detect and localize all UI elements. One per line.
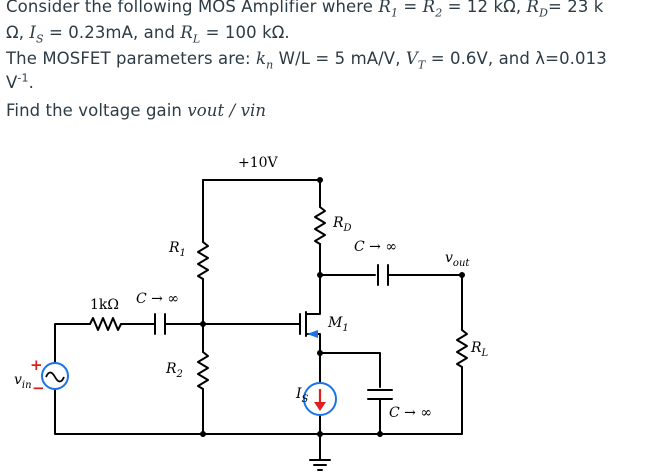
rs-label: 1kΩ (90, 297, 119, 313)
q-text: W/L = 5 mA/V, (273, 49, 406, 68)
junction-dot (317, 177, 323, 183)
q-text: Find the voltage gain (6, 101, 188, 120)
junction-dot (200, 321, 206, 327)
kn-symbol: k (256, 49, 267, 68)
r2-symbol: R (422, 0, 436, 16)
q-text: Ω, (6, 23, 30, 42)
junction-dot (317, 431, 323, 437)
sine-wave-icon (45, 371, 65, 383)
question-line-1: Consider the following MOS Amplifier whe… (6, 0, 603, 18)
gain-expression: vout / vin (187, 101, 267, 120)
rl-bottom-wire (319, 366, 463, 435)
cout-label: C → ∞ (354, 239, 397, 255)
rd-label: RD (332, 215, 352, 234)
junction-dot (459, 272, 465, 278)
junction-dot (317, 272, 323, 278)
q-text: = (398, 0, 423, 16)
m1-label: M1 (327, 315, 349, 334)
junction-dot (317, 350, 323, 356)
r1-symbol: R (378, 0, 391, 16)
mosfet-arrow (307, 330, 318, 338)
r1-resistor (197, 241, 209, 280)
r1-label: R1 (168, 240, 186, 259)
q-text: . (28, 73, 34, 92)
q-text: = 100 kΩ. (200, 23, 290, 42)
junction-dot (200, 431, 206, 437)
rs-resistor (89, 317, 122, 331)
kn-sub: n (266, 58, 274, 72)
cin-label: C → ∞ (136, 291, 179, 307)
vin-label: vin (14, 372, 32, 391)
cin-capacitor (154, 313, 166, 335)
is-symbol: I (29, 23, 37, 42)
vin-top-wire (54, 323, 91, 364)
vout-label: vout (445, 250, 470, 269)
rl-symbol: R (180, 23, 193, 42)
vin-bottom-wire (54, 388, 321, 435)
vt-sub: T (417, 58, 426, 72)
unit-exponent: -1 (17, 71, 29, 85)
q-text: = 23 k (547, 0, 604, 16)
rl-sub: L (192, 32, 201, 46)
rl-resistor (456, 329, 468, 368)
q-text: = 0.6V, and λ=0.013 (425, 49, 607, 68)
q-text: V (6, 73, 18, 92)
is-label: IS (295, 386, 309, 405)
q-text: = 12 kΩ, (442, 0, 527, 16)
r2-resistor (197, 351, 209, 390)
supply-wire (202, 179, 321, 208)
junction-dot (377, 431, 383, 437)
q-text: The MOSFET parameters are: (6, 49, 257, 68)
q-text: Consider the following MOS Amplifier whe… (6, 0, 379, 16)
cs-label: C → ∞ (389, 405, 432, 421)
r1-sub: 1 (390, 6, 399, 20)
rd-sub: D (539, 6, 548, 20)
question-line-4: V-1. (6, 72, 34, 94)
q-text: = 0.23mA, and (43, 23, 181, 42)
question-line-5: Find the voltage gain vout / vin (6, 100, 266, 122)
rl-label: RL (470, 340, 489, 359)
rd-symbol: R (526, 0, 540, 16)
r2-label: R2 (165, 361, 183, 380)
ground-symbol (309, 459, 331, 471)
is-sub: S (36, 32, 44, 46)
rd-resistor (314, 206, 326, 245)
plus-sign: + (30, 356, 43, 374)
cout-capacitor (377, 264, 389, 286)
source-node-wire (319, 352, 381, 388)
question-line-2: Ω, IS = 0.23mA, and RL = 100 kΩ. (6, 22, 290, 44)
question-line-3: The MOSFET parameters are: kn W/L = 5 mA… (6, 48, 607, 70)
r2-sub: 2 (435, 6, 443, 20)
cs-capacitor (367, 389, 393, 400)
minus-sign: − (32, 379, 45, 397)
supply-label: +10V (238, 155, 279, 171)
vt-symbol: V (405, 49, 418, 68)
